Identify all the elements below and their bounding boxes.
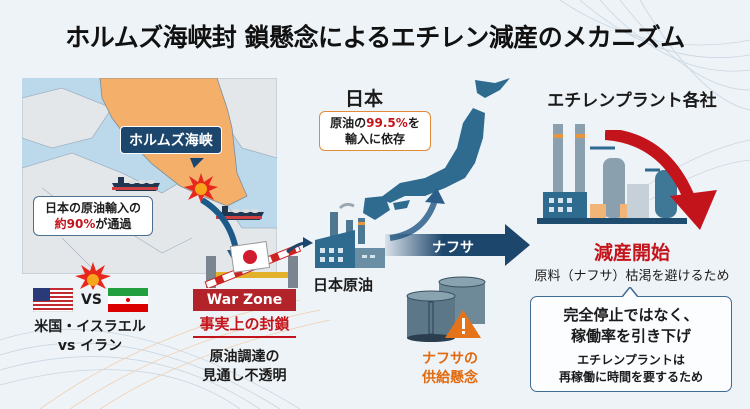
note-pointer bbox=[622, 287, 638, 297]
hormuz-strait-callout: ホルムズ海峡 bbox=[120, 126, 222, 154]
naphtha-flow-arrow bbox=[385, 188, 530, 266]
ethylene-plant-icon bbox=[537, 124, 687, 224]
blockade-label: 事実上の封鎖 bbox=[193, 313, 296, 338]
barrier-gate-icon bbox=[204, 241, 302, 288]
import-share-value: 約90% bbox=[54, 217, 96, 231]
page-title: ホルムズ海峡封 鎖懸念によるエチレン減産のメカニズム bbox=[65, 23, 685, 52]
dependency-value: 99.5% bbox=[366, 116, 408, 130]
japan-map-icon bbox=[363, 78, 510, 220]
flow-arrow-icon bbox=[286, 237, 313, 254]
explosion-icon bbox=[184, 173, 218, 203]
japan-label: 日本 bbox=[345, 88, 384, 110]
callout-pointer bbox=[190, 158, 204, 168]
japan-import-dependency-callout: 原油の99.5%を 輸入に依存 bbox=[319, 111, 431, 151]
explosion-icon bbox=[75, 262, 111, 290]
tanker-ship-icon bbox=[112, 177, 160, 191]
map-illustration bbox=[22, 78, 277, 274]
import-share-callout: 日本の原油輸入の 約90%が通過 bbox=[33, 196, 153, 236]
naphtha-storage-tanks-icon bbox=[406, 276, 486, 342]
vs-label: VS bbox=[81, 292, 102, 308]
refinery-label: 日本原油 bbox=[313, 276, 374, 294]
naphtha-supply-concern-label: ナフサの 供給懸念 bbox=[422, 351, 478, 386]
ethylene-plants-heading: エチレンプラント各社 bbox=[547, 91, 717, 111]
production-cut-label: 減産開始 bbox=[593, 242, 670, 264]
tanker-ship-icon bbox=[216, 206, 264, 220]
blockade-description: 原油調達の 見通し不透明 bbox=[202, 349, 287, 384]
iran-flag-icon bbox=[108, 288, 148, 312]
production-decrease-arrow-icon bbox=[605, 130, 717, 230]
conflict-parties-label: 米国・イスラエル vs イラン bbox=[34, 319, 146, 354]
war-zone-badge: War Zone bbox=[193, 289, 296, 311]
production-cut-reason: 原料（ナフサ）枯渇を避けるため bbox=[534, 269, 730, 284]
naphtha-arrow-label: ナフサ bbox=[432, 240, 474, 256]
operation-rate-note: 完全停止ではなく、 稼働率を引き下げ エチレンプラントは 再稼働に時間を要するた… bbox=[530, 296, 732, 392]
refinery-factory-icon bbox=[315, 202, 385, 268]
us-flag-icon bbox=[33, 288, 73, 312]
middle-east-map: ホルムズ海峡 日本の原油輸入の 約90%が通過 bbox=[22, 78, 277, 274]
